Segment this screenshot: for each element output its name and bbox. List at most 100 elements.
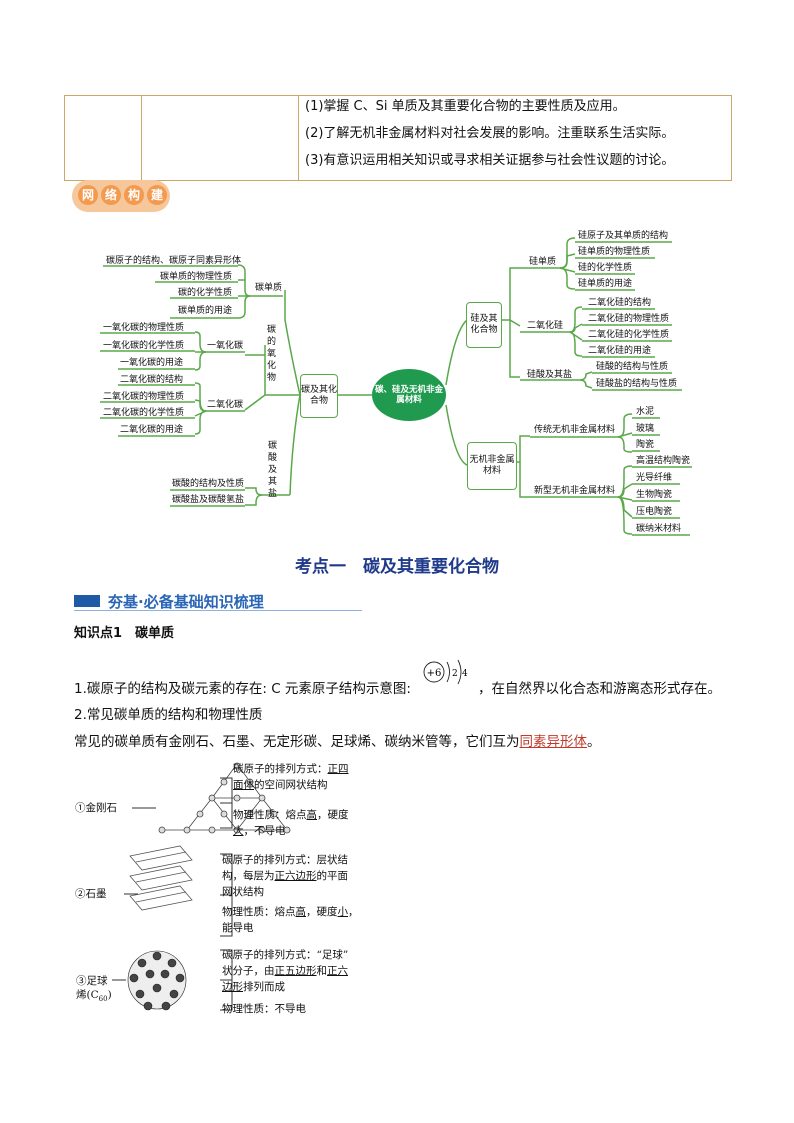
mindmap-label: 新型无机非金属材料 <box>534 486 616 496</box>
table-cell-empty-2 <box>142 96 299 180</box>
mindmap-leaf: 二氧化碳的结构 <box>120 375 184 385</box>
c60-arrangement-3: 边形排列而成 <box>222 980 285 995</box>
text: ，硬度 <box>317 809 349 821</box>
mindmap-leaf: 水泥 <box>636 407 655 417</box>
text: ， <box>348 906 359 918</box>
badge-char: 构 <box>124 185 144 205</box>
text: 边形 <box>222 981 243 993</box>
text: 和 <box>316 965 328 977</box>
diamond-properties: 物理性质：熔点高，硬度 <box>233 808 349 823</box>
objectives-table: (1)掌握 C、Si 单质及其重要化合物的主要性质及应用。 (2)了解无机非金属… <box>64 95 732 181</box>
mindmap-label: 传统无机非金属材料 <box>534 425 616 435</box>
badge-char: 建 <box>147 185 167 205</box>
mindmap-label: 碳单质 <box>255 283 283 293</box>
page-heading: 考点一 碳及其重要化合物 <box>295 557 499 577</box>
mindmap-leaf: 二氧化碳的物理性质 <box>103 392 185 402</box>
mindmap-leaf: 碳的化学性质 <box>178 288 233 298</box>
graphite-arrangement-3: 网状结构 <box>222 886 264 898</box>
mindmap-leaf: 二氧化碳的化学性质 <box>103 408 185 418</box>
mindmap-leaf: 硅酸的结构与性质 <box>596 362 669 372</box>
knowledge-point-title: 知识点1 碳单质 <box>74 626 175 641</box>
mindmap-leaf: 生物陶瓷 <box>636 490 673 500</box>
text: 的平面 <box>316 870 349 882</box>
mindmap-leaf: 碳单质的物理性质 <box>160 272 233 282</box>
table-cell-empty-1 <box>65 96 142 180</box>
atom-shell-2: 4 <box>462 669 468 679</box>
mindmap-node-carbon-compounds: 碳及其化合物 <box>300 374 338 418</box>
atom-shell-1: 2 <box>452 669 458 679</box>
graphite-label: ②石墨 <box>75 888 107 900</box>
mindmap-leaf: 一氧化碳的用途 <box>120 358 184 368</box>
text: 物理性质：熔点 <box>222 906 296 918</box>
mindmap-node-inorganic-materials: 无机非金属材料 <box>467 442 517 490</box>
mindmap-leaf: 碳酸的结构及性质 <box>172 479 245 489</box>
graphite-properties: 物理性质：熔点高，硬度小， <box>222 905 359 920</box>
c60-properties: 物理性质：不导电 <box>222 1003 306 1015</box>
mindmap-connectors <box>100 237 692 536</box>
graphite-arrangement: 碳原子的排列方式：层状结 <box>222 854 348 866</box>
graphite-arrangement-2: 构，每层为正六边形的平面 <box>222 869 348 884</box>
mindmap-leaf: 二氧化硅的化学性质 <box>588 330 670 340</box>
allotrope-term: 同素异形体 <box>519 734 588 750</box>
c60-arrangement-2: 状分子，由正五边形和正六 <box>222 964 348 979</box>
text: 面体 <box>233 779 254 791</box>
text: 大 <box>233 825 244 837</box>
diamond-label: ①金刚石 <box>75 802 117 814</box>
atom-nucleus-text: +6 <box>427 668 442 679</box>
mindmap-leaf: 一氧化碳的化学性质 <box>103 341 185 351</box>
mindmap-leaf: 一氧化碳的物理性质 <box>103 323 185 333</box>
text: 高 <box>295 906 307 918</box>
mindmap-center-node: 碳、硅及无机非金属材料 <box>372 369 446 421</box>
mindmap-leaf: 光导纤维 <box>636 473 673 483</box>
objective-line: (3)有意识运用相关知识或寻求相关证据参与社会性议题的讨论。 <box>305 153 675 168</box>
atom-structure-diagram: +6 2 4 <box>423 659 468 685</box>
text: ，硬度 <box>306 906 338 918</box>
badge-char: 络 <box>101 185 121 205</box>
c60-label-2: 烯(C60) <box>76 988 112 1007</box>
paragraph-3: 常见的碳单质有金刚石、石墨、无定形碳、足球烯、碳纳米管等，它们互为同素异形体。 <box>74 733 601 751</box>
mindmap-label: 二氧化硅 <box>527 321 564 331</box>
text: 正六边形 <box>274 870 317 882</box>
paragraph-3-text: 常见的碳单质有金刚石、石墨、无定形碳、足球烯、碳纳米管等，它们互为 <box>74 734 520 750</box>
paragraph-3-end: 。 <box>587 734 601 750</box>
mindmap-leaf: 碳原子的结构、碳原子同素异形体 <box>106 256 242 266</box>
diamond-arrangement-2: 面体的空间网状结构 <box>233 778 328 793</box>
section-divider <box>74 610 362 611</box>
mindmap-leaf: 高温结构陶瓷 <box>636 456 691 466</box>
paragraph-1-start: 1.碳原子的结构及碳元素的存在: C 元素原子结构示意图: <box>74 681 411 697</box>
paragraph-2: 2.常见碳单质的结构和物理性质 <box>74 707 263 723</box>
text: 构，每层为 <box>222 870 275 882</box>
mindmap-leaf: 陶瓷 <box>636 440 655 450</box>
mindmap-leaf: 二氧化硅的结构 <box>588 298 652 308</box>
mindmap-leaf: 碳酸盐及碳酸氢盐 <box>172 495 245 505</box>
mindmap-leaf: 碳纳米材料 <box>636 524 682 534</box>
diamond-arrangement: 碳原子的排列方式：正四 <box>233 762 349 777</box>
text: 碳原子的排列方式： <box>233 763 328 775</box>
objective-line: (2)了解无机非金属材料对社会发展的影响。注重联系生活实际。 <box>305 126 675 141</box>
badge-char: 网 <box>78 185 98 205</box>
text: 烯(C <box>76 989 99 1001</box>
mindmap-label-carbonate: 碳酸及其盐 <box>267 441 277 499</box>
diamond-properties-2: 大，不导电 <box>233 824 286 839</box>
allotrope-diagrams <box>112 762 291 1011</box>
paragraph-1-end: ，在自然界以化合态和游离态形式存在。 <box>478 681 721 697</box>
mindmap-leaf: 二氧化碳的用途 <box>120 425 184 435</box>
c60-arrangement: 碳原子的排列方式：“足球” <box>222 949 349 961</box>
mindmap-leaf: 压电陶瓷 <box>636 507 673 517</box>
text: 高 <box>306 809 318 821</box>
mindmap-label: 一氧化碳 <box>207 341 244 351</box>
section-bar-icon <box>74 595 100 607</box>
text: 的空间网状结构 <box>254 779 328 791</box>
mindmap-leaf: 硅单质的物理性质 <box>578 247 651 257</box>
graphite-properties-2: 能导电 <box>222 922 254 934</box>
objective-line: (1)掌握 C、Si 单质及其重要化合物的主要性质及应用。 <box>305 99 626 114</box>
mindmap-leaf: 硅原子及其单质的结构 <box>578 231 669 241</box>
mindmap-node-silicon-compounds: 硅及其化合物 <box>466 302 502 348</box>
text: 物理性质：熔点 <box>233 809 307 821</box>
text: 60 <box>98 995 108 1004</box>
network-badge: 网 络 构 建 <box>72 180 170 212</box>
mindmap-leaf: 碳单质的用途 <box>178 306 233 316</box>
mindmap-label: 硅酸及其盐 <box>527 370 573 380</box>
text: ) <box>107 989 112 1001</box>
mindmap-leaf: 二氧化硅的用途 <box>588 346 652 356</box>
